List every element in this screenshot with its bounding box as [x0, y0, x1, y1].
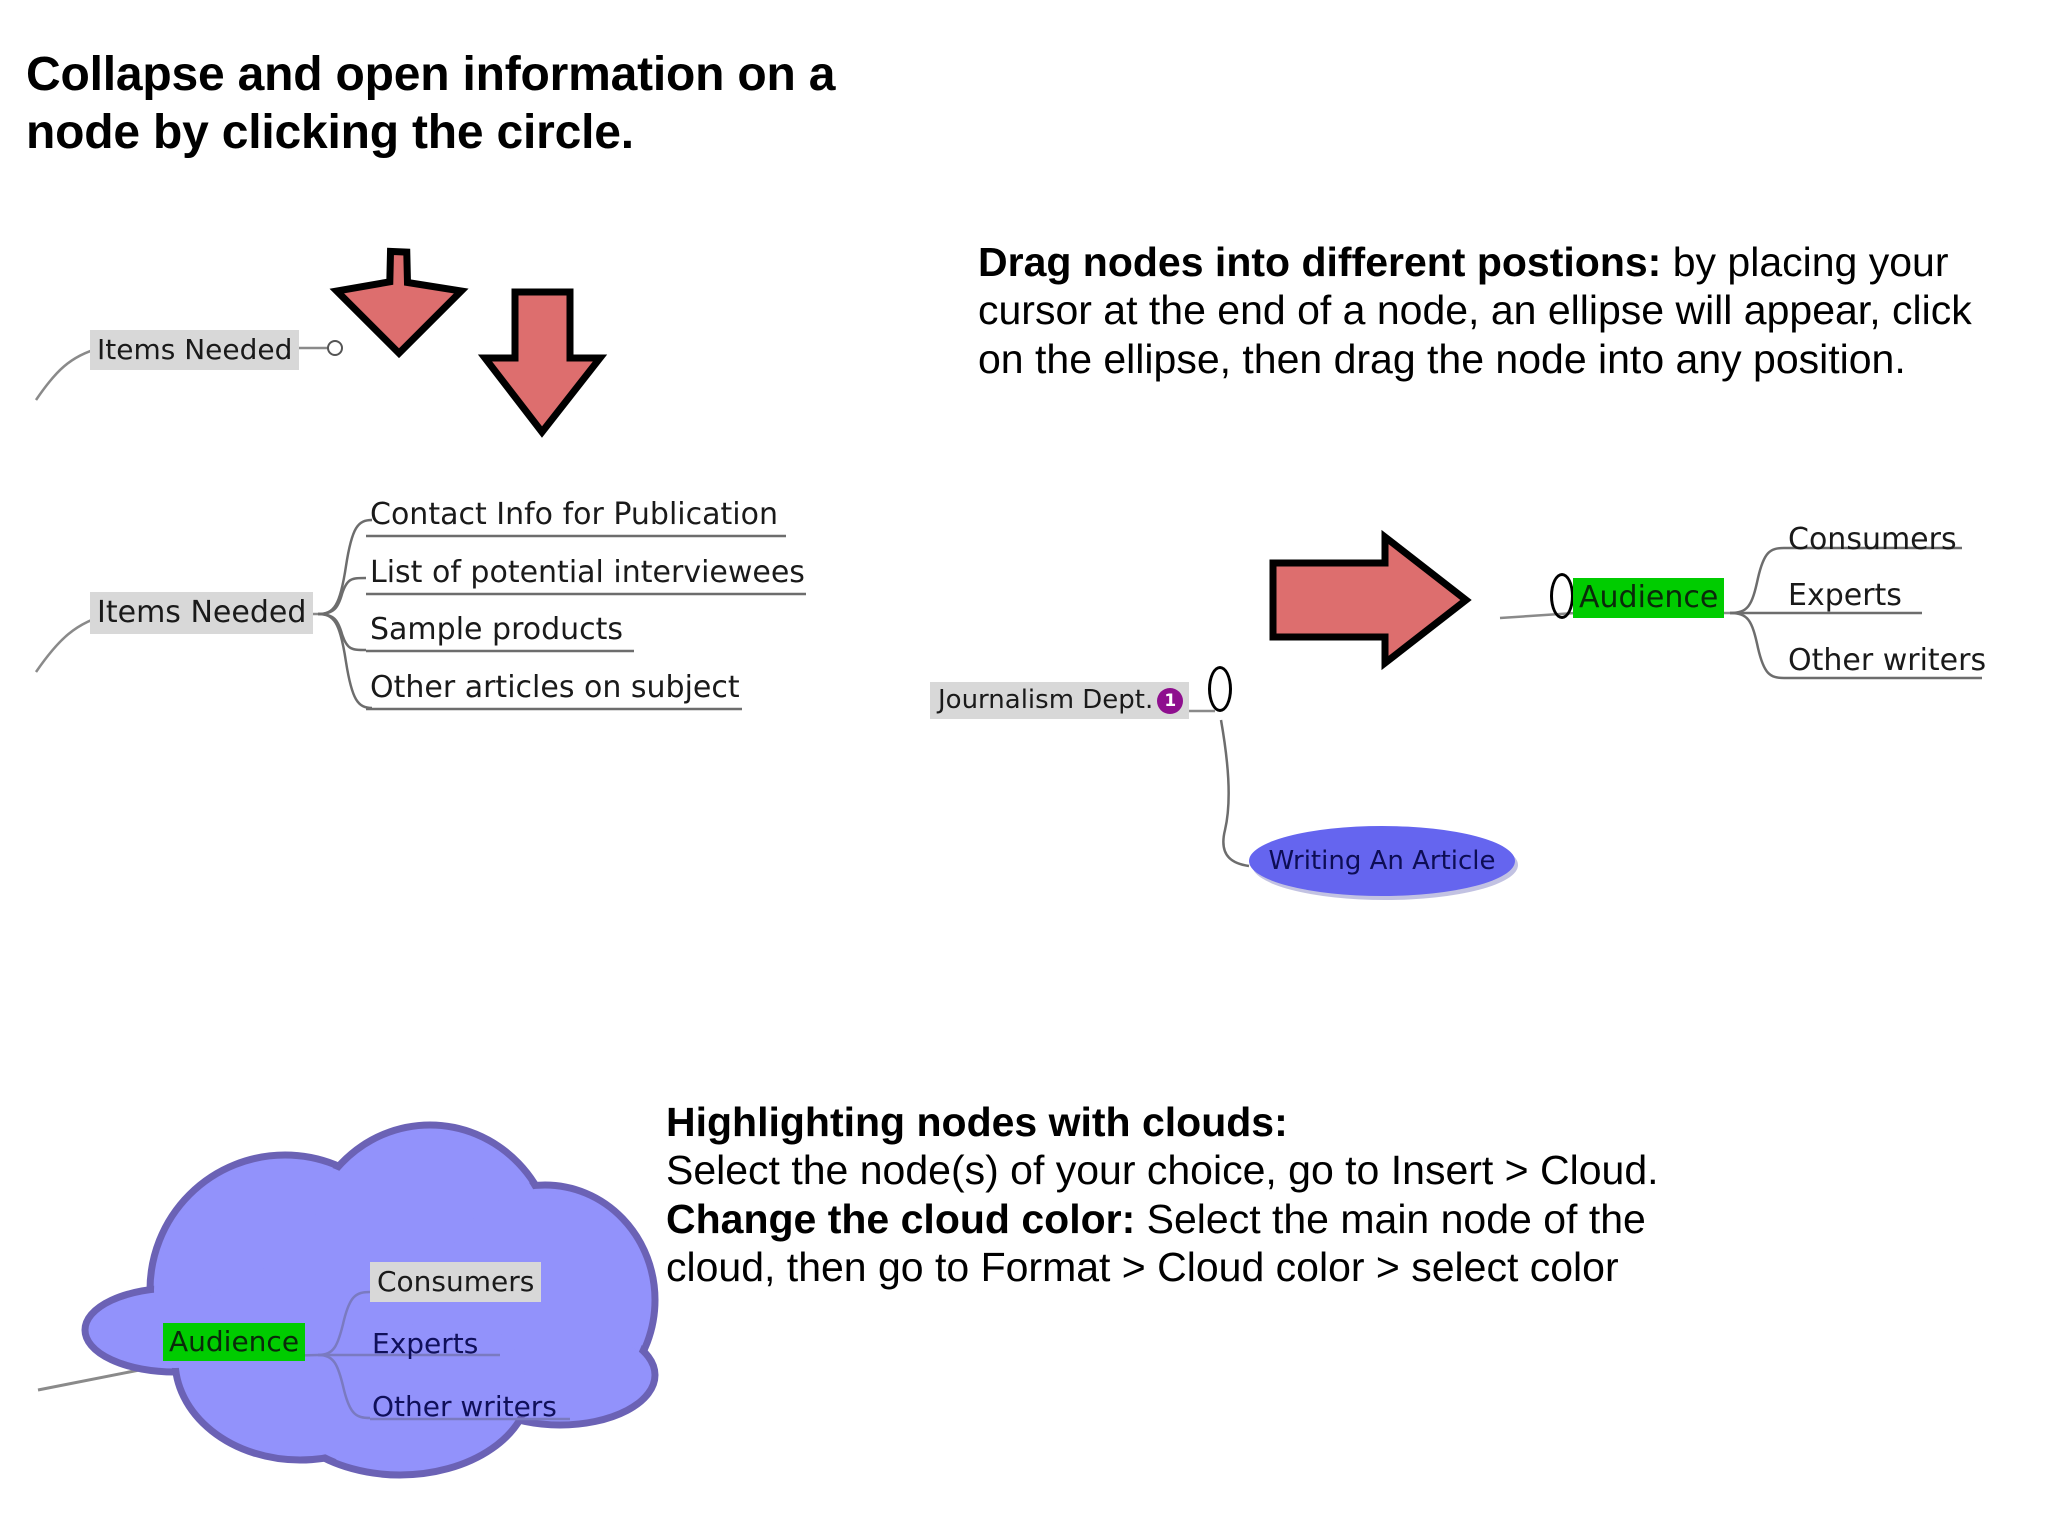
- arrow-down-left-icon: [329, 247, 469, 359]
- drag-nodes-instructions: Drag nodes into different postions: by p…: [978, 238, 1998, 383]
- cloud-body-2: Select the main node of the cloud, then …: [666, 1195, 1646, 1291]
- mindmap-node-journalism-dept[interactable]: Journalism Dept.1: [930, 682, 1190, 719]
- mindmap-child-sample-products[interactable]: Sample products: [370, 612, 624, 647]
- mindmap-child-experts[interactable]: Experts: [1788, 578, 1902, 613]
- note-count-badge[interactable]: 1: [1157, 687, 1184, 714]
- connector-audience-child-1: [1729, 546, 1785, 615]
- connector-cloud-child-1: [317, 1290, 371, 1357]
- drag-ellipse-handle-icon-journalism[interactable]: [1208, 666, 1232, 712]
- connector-child-2: [317, 576, 367, 616]
- journalism-dept-label: Journalism Dept.: [938, 685, 1154, 715]
- page-title-line-1: Collapse and open information on a: [26, 48, 836, 101]
- drag-nodes-heading: Drag nodes into different postions:: [978, 239, 1662, 285]
- cloud-instructions: Highlighting nodes with clouds: Select t…: [666, 1098, 1696, 1292]
- mindmap-node-audience[interactable]: Audience: [1573, 578, 1725, 618]
- mindmap-cloud-child-experts[interactable]: Experts: [372, 1327, 479, 1360]
- collapse-circle-icon[interactable]: [327, 340, 343, 356]
- connector-cloud-child-3: [317, 1353, 371, 1420]
- mindmap-cloud-child-other-writers[interactable]: Other writers: [372, 1390, 557, 1423]
- cloud-heading-1: Highlighting nodes with clouds:: [666, 1099, 1288, 1145]
- mindmap-cloud-child-consumers[interactable]: Consumers: [370, 1262, 542, 1302]
- mindmap-node-items-needed-collapsed[interactable]: Items Needed: [90, 330, 300, 370]
- cloud-heading-2: Change the cloud color:: [666, 1195, 1136, 1242]
- connector-audience-child-3: [1729, 611, 1785, 680]
- page-title-line-2: node by clicking the circle.: [26, 105, 634, 159]
- connector-child-4: [317, 612, 373, 710]
- mindmap-node-items-needed-expanded[interactable]: Items Needed: [90, 592, 314, 634]
- mindmap-child-other-writers[interactable]: Other writers: [1788, 643, 1987, 678]
- mindmap-child-contact-info[interactable]: Contact Info for Publication: [370, 497, 778, 532]
- cloud-body-1: Select the node(s) of your choice, go to…: [666, 1147, 1659, 1194]
- page-title: Collapse and open information on a node …: [26, 46, 1226, 161]
- arrow-right-icon: [1269, 529, 1472, 671]
- mindmap-node-audience-in-cloud[interactable]: Audience: [163, 1323, 306, 1361]
- arrow-down-icon: [477, 288, 608, 438]
- mindmap-child-interviewees[interactable]: List of potential interviewees: [370, 555, 805, 590]
- connector-journalism-to-article: [1219, 719, 1250, 868]
- drag-ellipse-handle-icon-audience[interactable]: [1550, 573, 1574, 619]
- connector-child-3: [317, 612, 367, 652]
- connector-child-1: [317, 518, 373, 616]
- drag-nodes-body: by placing your cursor at the end of a n…: [978, 239, 1972, 382]
- mindmap-node-writing-an-article[interactable]: Writing An Article: [1249, 826, 1515, 896]
- connector-cloud-incoming: [37, 1356, 201, 1392]
- writing-an-article-label: Writing An Article: [1268, 846, 1496, 876]
- mindmap-child-other-articles[interactable]: Other articles on subject: [370, 670, 740, 705]
- mindmap-child-consumers[interactable]: Consumers: [1788, 522, 1957, 557]
